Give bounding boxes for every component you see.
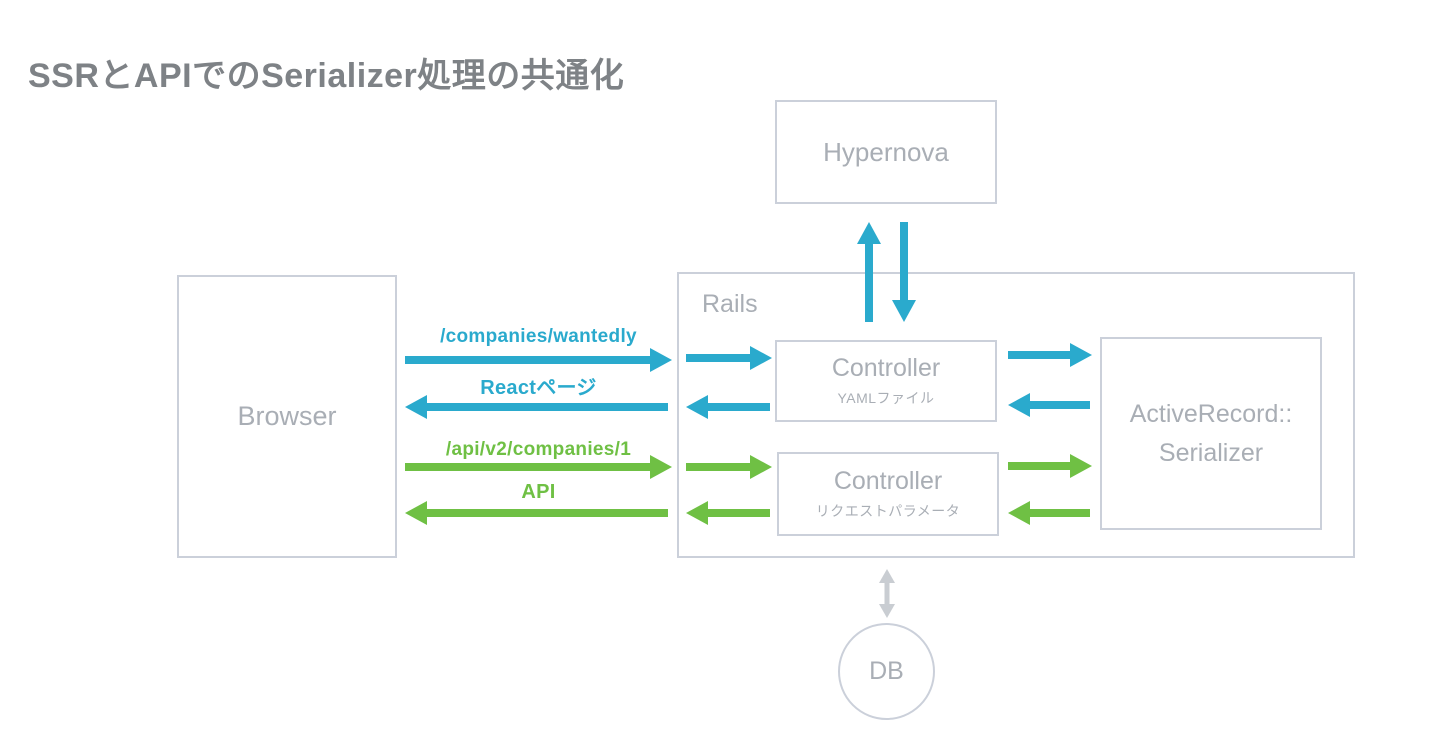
node-controller-api: Controller リクエストパラメータ [777, 452, 999, 536]
arrow-rails-db-bidirectional [879, 569, 895, 618]
node-browser: Browser [177, 275, 397, 558]
page-title: SSRとAPIでのSerializer処理の共通化 [28, 57, 625, 95]
db-label: DB [869, 657, 904, 685]
api-request-label: /api/v2/companies/1 [445, 439, 632, 460]
rails-label: Rails [702, 290, 758, 318]
controller-ssr-subtitle: YAMLファイル [837, 390, 935, 406]
node-controller-ssr: Controller YAMLファイル [775, 340, 997, 422]
api-response-label: API [521, 481, 556, 503]
ssr-response-label: Reactページ [480, 377, 597, 399]
node-db: DB [838, 623, 935, 720]
hypernova-label: Hypernova [823, 136, 949, 167]
node-rails-container: Rails [677, 272, 1355, 558]
controller-api-subtitle: リクエストパラメータ [815, 503, 961, 519]
arrow-api-response-rails-to-browser [405, 501, 668, 525]
browser-label: Browser [237, 401, 337, 431]
node-hypernova: Hypernova [775, 100, 997, 204]
node-serializer: ActiveRecord:: Serializer [1100, 337, 1322, 530]
arrow-ssr-request-browser-to-rails [405, 348, 672, 372]
controller-ssr-title: Controller [831, 354, 941, 382]
serializer-label-line1: ActiveRecord:: [1129, 399, 1293, 428]
serializer-label-line2: Serializer [1158, 438, 1264, 467]
controller-api-title: Controller [833, 467, 943, 495]
ssr-request-label: /companies/wantedly [440, 326, 637, 347]
